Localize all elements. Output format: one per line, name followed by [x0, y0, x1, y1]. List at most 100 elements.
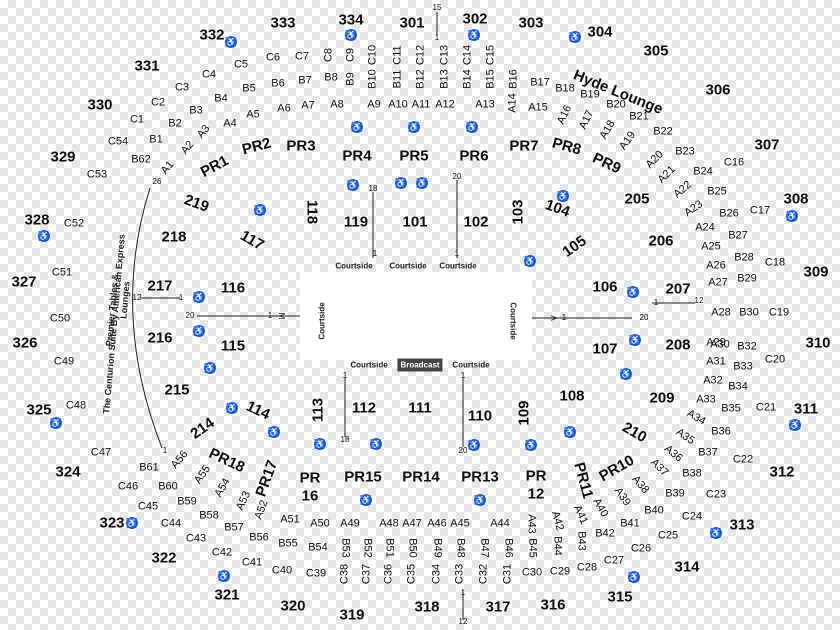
- section-c39[interactable]: C39: [305, 567, 327, 580]
- section-108[interactable]: 108: [559, 387, 585, 405]
- section-b61[interactable]: B61: [139, 461, 159, 474]
- section-b28[interactable]: B28: [734, 251, 754, 264]
- section-b36[interactable]: B36: [711, 425, 731, 438]
- section-pr16-a[interactable]: PR: [299, 469, 321, 487]
- section-313[interactable]: 313: [729, 516, 755, 534]
- section-a14[interactable]: A14: [506, 93, 519, 113]
- section-315[interactable]: 315: [607, 588, 633, 606]
- section-b38[interactable]: B38: [682, 467, 702, 480]
- section-c25[interactable]: C25: [657, 529, 679, 542]
- section-b12[interactable]: B12: [414, 69, 427, 89]
- section-205[interactable]: 205: [624, 190, 650, 208]
- section-302[interactable]: 302: [462, 10, 488, 28]
- section-113[interactable]: 113: [309, 397, 327, 423]
- section-c18[interactable]: C18: [764, 256, 786, 269]
- section-116[interactable]: 116: [220, 279, 246, 297]
- section-c31[interactable]: C31: [501, 563, 514, 585]
- section-311[interactable]: 311: [793, 400, 819, 418]
- section-c45[interactable]: C45: [137, 500, 159, 513]
- section-b6[interactable]: B6: [271, 77, 285, 90]
- section-b29[interactable]: B29: [737, 272, 757, 285]
- section-110[interactable]: 110: [467, 407, 493, 425]
- section-b22[interactable]: B22: [653, 125, 673, 138]
- section-b9[interactable]: B9: [344, 72, 357, 86]
- section-321[interactable]: 321: [214, 586, 240, 604]
- section-pr6[interactable]: PR6: [459, 147, 489, 165]
- section-c6[interactable]: C6: [265, 51, 281, 64]
- section-318[interactable]: 318: [414, 598, 440, 616]
- section-b5[interactable]: B5: [242, 82, 256, 95]
- courtside-bottom-right[interactable]: Courtside: [452, 360, 490, 370]
- section-a49[interactable]: A49: [340, 517, 360, 530]
- section-c47[interactable]: C47: [90, 446, 112, 459]
- section-b8[interactable]: B8: [324, 71, 338, 84]
- section-b34[interactable]: B34: [728, 380, 748, 393]
- section-c48[interactable]: C48: [65, 399, 87, 412]
- section-a31[interactable]: A31: [706, 355, 726, 368]
- section-pr4[interactable]: PR4: [342, 147, 372, 165]
- section-b19[interactable]: B19: [580, 88, 600, 101]
- section-b52[interactable]: B52: [361, 538, 374, 558]
- section-a43[interactable]: A43: [525, 514, 538, 534]
- section-a30[interactable]: A30: [710, 338, 730, 351]
- section-207[interactable]: 207: [665, 280, 691, 298]
- section-325[interactable]: 325: [26, 401, 52, 419]
- section-b3[interactable]: B3: [189, 104, 203, 117]
- section-c49[interactable]: C49: [53, 355, 75, 368]
- section-208[interactable]: 208: [665, 336, 691, 354]
- section-102[interactable]: 102: [463, 213, 489, 231]
- section-327[interactable]: 327: [11, 273, 37, 291]
- section-b53[interactable]: B53: [339, 538, 352, 558]
- section-b60[interactable]: B60: [158, 480, 178, 493]
- section-c24[interactable]: C24: [681, 510, 703, 523]
- section-pr16-b[interactable]: 16: [301, 487, 319, 505]
- section-328[interactable]: 328: [24, 211, 50, 229]
- section-b2[interactable]: B2: [168, 117, 182, 130]
- section-c8[interactable]: C8: [322, 47, 335, 63]
- courtside-left[interactable]: Courtside: [317, 302, 327, 340]
- section-b15[interactable]: B15: [484, 69, 497, 89]
- section-b45[interactable]: B45: [526, 538, 539, 558]
- section-a7[interactable]: A7: [301, 99, 315, 112]
- section-b62[interactable]: B62: [131, 153, 151, 166]
- section-c29[interactable]: C29: [549, 565, 571, 578]
- section-c33[interactable]: C33: [453, 563, 466, 585]
- section-b26[interactable]: B26: [719, 207, 739, 220]
- section-c38[interactable]: C38: [338, 563, 351, 585]
- section-c37[interactable]: C37: [360, 563, 373, 585]
- section-c16[interactable]: C16: [723, 156, 745, 169]
- section-c54[interactable]: C54: [107, 135, 129, 148]
- section-a9[interactable]: A9: [367, 98, 381, 111]
- section-a13[interactable]: A13: [475, 98, 495, 111]
- section-a29[interactable]: A29: [706, 336, 726, 349]
- section-b44[interactable]: B44: [551, 536, 564, 556]
- section-b24[interactable]: B24: [693, 165, 713, 178]
- section-c9[interactable]: C9: [344, 47, 357, 63]
- section-b47[interactable]: B47: [478, 538, 491, 558]
- section-322[interactable]: 322: [151, 549, 177, 567]
- section-pr7[interactable]: PR7: [509, 137, 539, 155]
- section-106[interactable]: 106: [592, 278, 618, 296]
- section-b27[interactable]: B27: [728, 229, 748, 242]
- section-a4[interactable]: A4: [223, 117, 237, 130]
- section-209[interactable]: 209: [649, 389, 675, 407]
- section-319[interactable]: 319: [339, 606, 365, 624]
- section-a28[interactable]: A28: [711, 306, 731, 319]
- section-a15[interactable]: A15: [528, 101, 548, 114]
- section-c14[interactable]: C14: [461, 44, 474, 66]
- section-a8[interactable]: A8: [330, 98, 344, 111]
- section-a6[interactable]: A6: [277, 102, 291, 115]
- section-333[interactable]: 333: [270, 14, 296, 32]
- section-pr14[interactable]: PR14: [402, 468, 440, 486]
- section-pr15[interactable]: PR15: [344, 468, 382, 486]
- section-c10[interactable]: C10: [366, 44, 379, 66]
- section-c4[interactable]: C4: [201, 68, 217, 81]
- section-b57[interactable]: B57: [224, 521, 244, 534]
- section-c17[interactable]: C17: [749, 204, 771, 217]
- section-c7[interactable]: C7: [294, 50, 310, 63]
- section-330[interactable]: 330: [87, 96, 113, 114]
- section-b58[interactable]: B58: [199, 509, 219, 522]
- section-a48[interactable]: A48: [379, 517, 399, 530]
- section-c50[interactable]: C50: [49, 312, 71, 325]
- section-b13[interactable]: B13: [438, 69, 451, 89]
